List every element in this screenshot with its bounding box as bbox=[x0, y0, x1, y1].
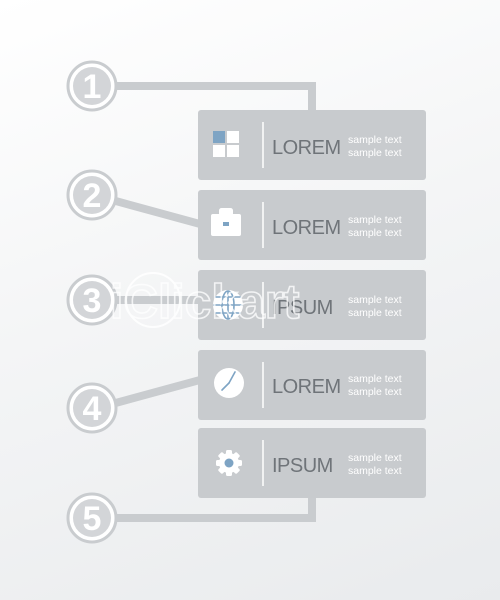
connector-4 bbox=[107, 375, 205, 409]
step-text-line1: sample text bbox=[348, 452, 402, 464]
step-badge-1: 1 bbox=[66, 60, 118, 112]
step-text-line1: sample text bbox=[348, 134, 402, 146]
step-card-1: LOREM sample text sample text bbox=[198, 110, 426, 180]
globe-icon bbox=[213, 290, 243, 320]
step-text-line2: sample text bbox=[348, 147, 402, 159]
step-title: IPSUM bbox=[272, 297, 333, 319]
step-card-2: LOREM sample text sample text bbox=[198, 190, 426, 260]
step-number: 3 bbox=[83, 282, 102, 320]
step-badge-5: 5 bbox=[66, 492, 118, 544]
step-text-line2: sample text bbox=[348, 307, 402, 319]
step-text-line1: sample text bbox=[348, 373, 402, 385]
connector-1 bbox=[108, 82, 316, 116]
step-title: IPSUM bbox=[272, 455, 333, 477]
step-text-line1: sample text bbox=[348, 214, 402, 226]
step-number: 1 bbox=[83, 68, 102, 106]
step-title: LOREM bbox=[272, 137, 341, 159]
step-badge-4: 4 bbox=[66, 382, 118, 434]
step-number: 4 bbox=[83, 390, 102, 428]
step-text-line2: sample text bbox=[348, 227, 402, 239]
clock-icon bbox=[214, 368, 244, 398]
step-text-line2: sample text bbox=[348, 386, 402, 398]
step-title: LOREM bbox=[272, 376, 341, 398]
connector-5 bbox=[108, 492, 316, 522]
step-text-line1: sample text bbox=[348, 294, 402, 306]
step-badge-2: 2 bbox=[66, 169, 118, 221]
windows-grid-icon bbox=[213, 131, 239, 157]
step-badge-3: 3 bbox=[66, 274, 118, 326]
connector-2 bbox=[107, 195, 205, 229]
watermark: iClickart bbox=[109, 272, 300, 330]
step-text-line2: sample text bbox=[348, 465, 402, 477]
step-number: 2 bbox=[83, 177, 102, 215]
step-title: LOREM bbox=[272, 217, 341, 239]
gear-icon bbox=[216, 450, 242, 476]
briefcase-icon bbox=[211, 208, 241, 236]
step-card-3: IPSUM sample text sample text bbox=[198, 270, 426, 340]
step-card-4: LOREM sample text sample text bbox=[198, 350, 426, 420]
step-number: 5 bbox=[83, 500, 102, 538]
step-card-5: IPSUM sample text sample text bbox=[198, 428, 426, 498]
watermark-text: iClickart bbox=[110, 276, 299, 329]
